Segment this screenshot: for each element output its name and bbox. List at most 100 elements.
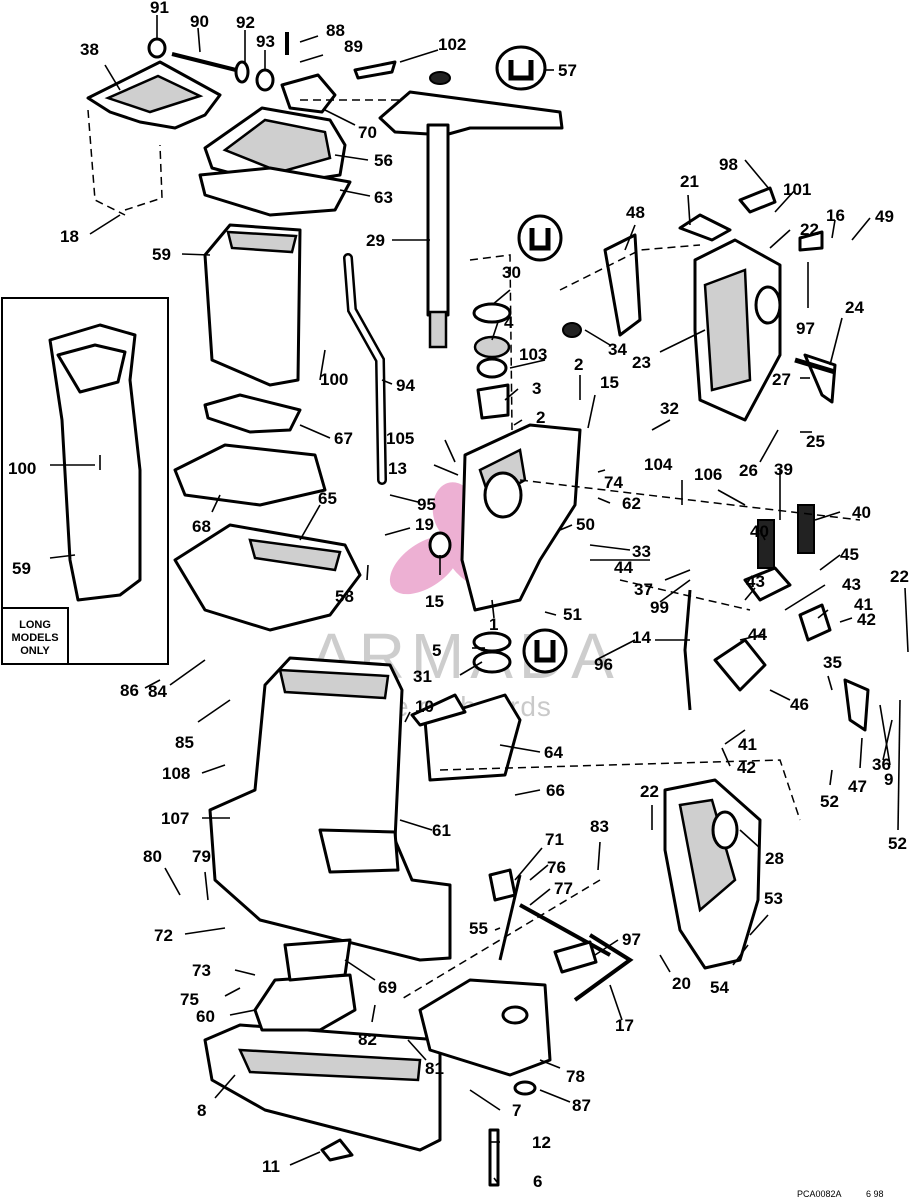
callout: 17: [615, 1016, 634, 1035]
callout: 52: [888, 834, 907, 853]
callout: 67: [334, 429, 353, 448]
callout: 59: [12, 559, 31, 578]
callout: 39: [774, 460, 793, 479]
callout: 102: [438, 35, 466, 54]
callout: 22: [890, 567, 909, 586]
u-clip-icon: [517, 214, 563, 262]
callout: 40: [750, 522, 769, 541]
callout: 70: [358, 123, 377, 142]
callout: 53: [764, 889, 783, 908]
u-clip-icon: [522, 628, 568, 674]
callout: 33: [632, 542, 651, 561]
callout: 97: [622, 930, 641, 949]
callout: 88: [326, 21, 345, 40]
callout: 100: [320, 370, 348, 389]
callout: 2: [574, 355, 583, 374]
exhaust-housing-upper: [173, 223, 362, 632]
callout: 29: [366, 231, 385, 250]
callout: 103: [519, 345, 547, 364]
tilt-lock-parts: [488, 233, 870, 1187]
callout: 54: [710, 978, 729, 997]
callout: 22: [800, 220, 819, 239]
callout: 47: [848, 777, 867, 796]
callout: 101: [783, 180, 811, 199]
callout: 32: [660, 399, 679, 418]
callout: 80: [143, 847, 162, 866]
callout: 78: [566, 1067, 585, 1086]
callout: 41: [738, 735, 757, 754]
callout: 28: [765, 849, 784, 868]
callout: 104: [644, 455, 673, 474]
callout: 11: [262, 1157, 280, 1176]
long-models-inset: LONG MODELS ONLY: [1, 297, 169, 665]
callout: 23: [632, 353, 651, 372]
callout: 8: [197, 1101, 206, 1120]
callout: 38: [80, 40, 99, 59]
callout: 15: [600, 373, 619, 392]
callout: 62: [622, 494, 641, 513]
callout: 93: [256, 32, 275, 51]
callout: 81: [425, 1059, 444, 1078]
callout: 99: [650, 598, 669, 617]
callout: 65: [318, 489, 337, 508]
callout: 56: [374, 151, 393, 170]
callout: 57: [558, 61, 577, 80]
callout: 98: [719, 155, 738, 174]
callout-leaders: [49, 15, 909, 1183]
callout: 64: [544, 743, 563, 762]
callout: 35: [823, 653, 842, 672]
callout: 76: [547, 858, 566, 877]
callout-numbers: 1 2 2 3 4 5 6 7 8 9 10 11 12 13 14 15 15…: [8, 0, 909, 1191]
callout: 10: [415, 697, 434, 716]
inset-label-line2: MODELS: [11, 632, 58, 644]
inset-label-line1: LONG: [19, 619, 51, 631]
callout: 60: [196, 1007, 215, 1026]
callout: 21: [680, 172, 699, 191]
callout: 77: [554, 879, 573, 898]
steering-arm-driveshaft: [378, 90, 564, 349]
callout: 66: [546, 781, 565, 800]
callout: 37: [634, 580, 653, 599]
callout: 45: [840, 545, 859, 564]
callout: 63: [374, 188, 393, 207]
callout: 96: [594, 655, 613, 674]
callout: 69: [378, 978, 397, 997]
callout: 46: [790, 695, 809, 714]
callout: 89: [344, 37, 363, 56]
callout: 2: [536, 408, 545, 427]
callout: 105: [386, 429, 414, 448]
drawing-code: PCA0082A: [797, 1189, 842, 1199]
callout: 100: [8, 459, 36, 478]
callout: 27: [772, 370, 791, 389]
callout: 31: [413, 667, 432, 686]
callout: 84: [148, 682, 167, 701]
callout: 90: [190, 12, 209, 31]
callout: 42: [737, 758, 756, 777]
callout: 94: [396, 376, 415, 395]
callout: 86: [120, 681, 139, 700]
callout: 97: [796, 319, 815, 338]
callout: 5: [432, 641, 441, 660]
callout: 4: [504, 313, 514, 332]
callout: 13: [388, 459, 407, 478]
callout: 16: [826, 206, 845, 225]
callout: 40: [852, 503, 871, 522]
callout: 30: [502, 263, 521, 282]
callout: 73: [192, 961, 211, 980]
callout: 36: [872, 755, 891, 774]
callout: 48: [626, 203, 645, 222]
callout: 55: [469, 919, 488, 938]
stern-bracket-upper: [562, 186, 837, 422]
callout: 72: [154, 926, 173, 945]
callout: 9: [884, 770, 893, 789]
callout: 79: [192, 847, 211, 866]
stern-bracket-lower: [663, 778, 762, 970]
callout: 91: [150, 0, 169, 17]
exhaust-housing-main: [208, 656, 452, 962]
gearcase-lower: [203, 693, 801, 1162]
callout: 107: [161, 809, 189, 828]
callout: 106: [694, 465, 722, 484]
callout: 14: [632, 628, 651, 647]
water-tube: [343, 253, 387, 485]
callout: 7: [512, 1101, 521, 1120]
